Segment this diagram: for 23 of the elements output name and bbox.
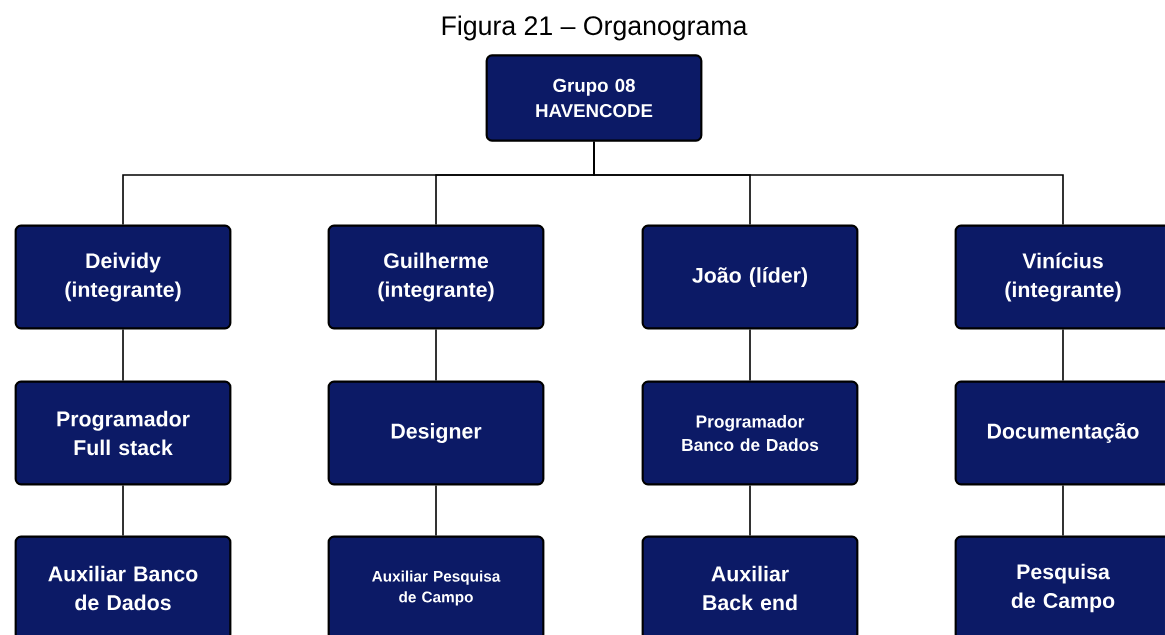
connector-line (435, 484, 437, 537)
connector-line (749, 484, 751, 537)
role-box: Designer (327, 380, 545, 486)
role-box: Pesquisa de Campo (954, 535, 1165, 635)
role-box: Auxiliar Back end (641, 535, 859, 635)
connector-line (593, 140, 1064, 226)
connector-line (749, 328, 751, 382)
role-box: Auxiliar Pesquisa de Campo (327, 535, 545, 635)
connector-line (122, 484, 124, 537)
connector-line (122, 328, 124, 382)
role-box: Deividy (integrante) (14, 224, 232, 330)
role-box: Programador Banco de Dados (641, 380, 859, 486)
title: Figura 21 – Organograma (442, 15, 748, 41)
role-box: Programador Full stack (14, 380, 232, 486)
connector-line (1062, 484, 1064, 537)
role-box: Vinícius (integrante) (954, 224, 1165, 330)
role-box: Guilherme (integrante) (327, 224, 545, 330)
role-box: Auxiliar Banco de Dados (14, 535, 232, 635)
connector-line (1062, 328, 1064, 382)
role-box: Documentação (954, 380, 1165, 486)
role-box: Grupo 08 HAVENCODE (485, 54, 703, 142)
connector-line (435, 328, 437, 382)
role-box: João (líder) (641, 224, 859, 330)
